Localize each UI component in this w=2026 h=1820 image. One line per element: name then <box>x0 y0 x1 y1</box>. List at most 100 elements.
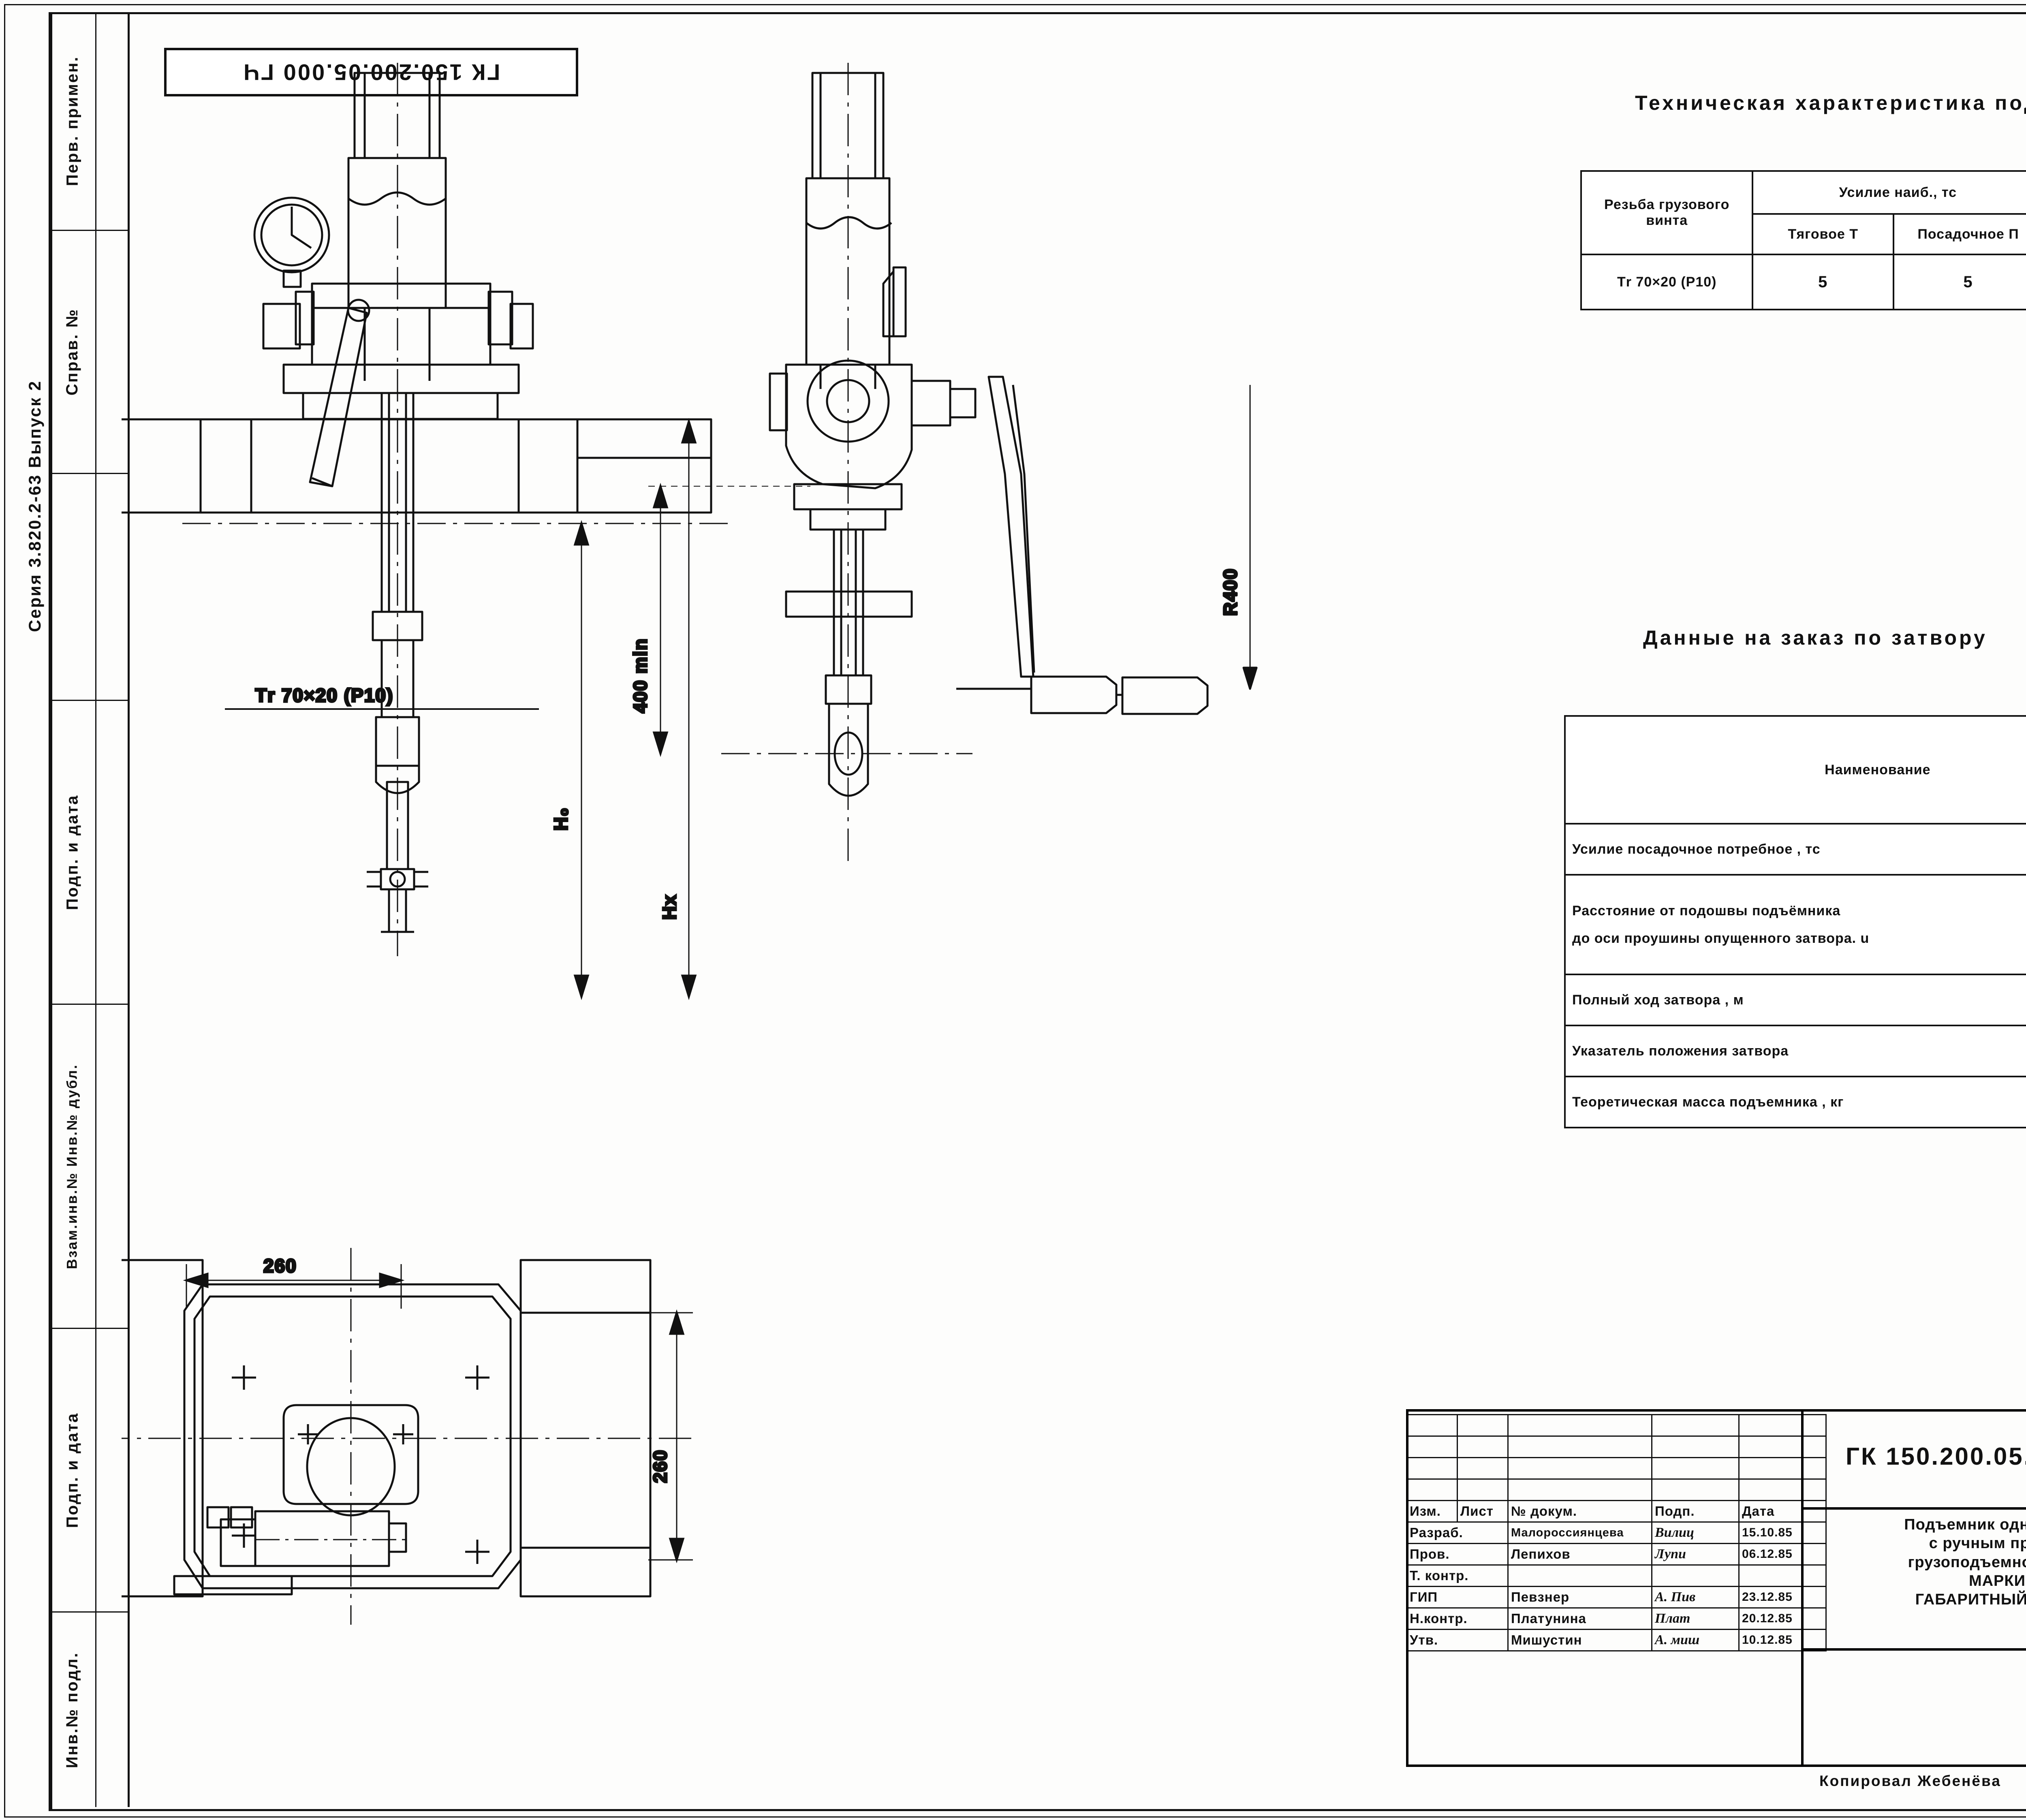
role-label-4: Н.контр. <box>1406 1607 1509 1630</box>
rev-header-docno: № докум. <box>1507 1500 1652 1523</box>
sheet-outer-frame <box>4 4 2026 1818</box>
role-signature-0: Вилиц <box>1651 1521 1740 1544</box>
t2-row4-name: Теоретическая масса подъемника , кг <box>1564 1076 2026 1128</box>
margin-label-perv-primen: Перв. примен. <box>63 56 81 186</box>
table-row: Указатель положения затвора — УПР 2510 У… <box>1564 1025 2026 1077</box>
table-row: Полный ход затвора , м Hx 2.1 2.1 <box>1564 974 2026 1026</box>
annotation-thread-spec: Тr 70×20 (P10) <box>255 685 393 706</box>
annotation-R400: R400 <box>1220 568 1241 616</box>
t1-cell-tyagovoe: 5 <box>1752 254 1894 310</box>
table-row: Н.контр. Платунина Плат 20.12.85 <box>1406 1607 1827 1630</box>
table-row: Разраб. Малороссиянцева Вилиц 15.10.85 <box>1406 1521 1827 1544</box>
role-name-3: Певзнер <box>1507 1586 1652 1609</box>
role-signature-1: Лупи <box>1651 1543 1740 1566</box>
rev-header-data: Дата <box>1738 1500 1827 1523</box>
role-date-2 <box>1738 1564 1827 1587</box>
role-label-0: Разраб. <box>1406 1521 1509 1544</box>
annotation-260-height: 260 <box>650 1449 671 1483</box>
org-line-2: г. Москва <box>2018 1691 2026 1709</box>
annotation-H0: H₀ <box>550 807 571 831</box>
margin-label-podp-data-1: Подп. и дата <box>63 794 81 910</box>
role-label-5: Утв. <box>1406 1629 1509 1651</box>
t1-header-thread: Резьба грузового винта <box>1580 170 1754 255</box>
margin-label-vzam-inv: Взам.инв.№ Инв.№ дубл. <box>64 1063 80 1269</box>
desc-line-4: ГАБАРИТНЫЙ ЧЕРТЁЖ. <box>1915 1591 2026 1609</box>
table2-title: Данные на заказ по затвору <box>1643 626 1988 649</box>
series-note: Серия 3.820.2-63 Выпуск 2 <box>25 380 44 632</box>
role-label-1: Пров. <box>1406 1543 1509 1566</box>
margin-row-vzam-inv: Взам.инв.№ Инв.№ дубл. <box>49 1005 128 1329</box>
title-block-description: Подъемник одновинтовой с ручным приводом… <box>1815 1515 2026 1609</box>
table-row: Пров. Лепихов Лупи 06.12.85 <box>1406 1543 1827 1566</box>
role-signature-5: А. миш <box>1651 1629 1740 1651</box>
table-row: Т. контр. <box>1406 1564 1827 1587</box>
role-date-3: 23.12.85 <box>1738 1586 1827 1609</box>
rev-header-list: Лист <box>1457 1500 1509 1523</box>
t2-header-name: Наименование <box>1564 715 2026 825</box>
tb-line-v1 <box>1801 1409 1804 1766</box>
org-line-0: Союзгипроводхоз <box>2018 1655 2026 1674</box>
margin-row-sprav: Справ. № <box>49 231 128 474</box>
table1-title: Техническая характеристика подъемника <box>1635 92 2026 114</box>
table-row: Теоретическая масса подъемника , кг Q 22… <box>1564 1076 2026 1128</box>
t1-header-force-group: Усилие наиб., тс <box>1752 170 2026 215</box>
role-name-5: Мишустин <box>1507 1629 1652 1651</box>
margin-label-sprav-no: Справ. № <box>63 308 81 396</box>
role-date-0: 15.10.85 <box>1738 1521 1827 1544</box>
role-date-5: 10.12.85 <box>1738 1629 1827 1651</box>
tb-line-mid-upper <box>1801 1507 2026 1510</box>
sheet-inner-frame <box>49 12 2026 1811</box>
margin-row-inv-podl: Инв.№ подл. <box>49 1613 128 1807</box>
role-date-4: 20.12.85 <box>1738 1607 1827 1630</box>
side-view <box>721 63 975 867</box>
t2-row1-name: Расстояние от подошвы подъёмника до оси … <box>1564 874 2026 975</box>
role-signature-3: А. Пив <box>1651 1586 1740 1609</box>
t1-data-row: Тr 70×20 (P10) 5 5 3.85 20 20 <box>1580 254 2026 310</box>
margin-label-podp-data-2: Подп. и дата <box>63 1412 81 1528</box>
t1-header-tyagovoe: Тяговое Т <box>1752 213 1894 255</box>
desc-line-1: с ручным приводом <box>1929 1535 2026 1552</box>
table-row: Утв. Мишустин А. миш 10.12.85 <box>1406 1629 1827 1651</box>
role-name-4: Платунина <box>1507 1607 1652 1630</box>
t2-row2-name: Полный ход затвора , м <box>1564 974 2026 1026</box>
role-signature-4: Плат <box>1651 1607 1740 1630</box>
t2-row3-name: Указатель положения затвора <box>1564 1025 2026 1077</box>
tb-line-top <box>1406 1409 2026 1412</box>
annotation-Hx: Hx <box>659 894 680 920</box>
title-block-organization: Союзгипроводхоз имени Е.Е.Алексеевского … <box>2018 1655 2026 1709</box>
role-label-3: ГИП <box>1406 1586 1509 1609</box>
revision-header-row: Изм. Лист № докум. Подп. Дата <box>1406 1500 1827 1523</box>
margin-label-inv-podl: Инв.№ подл. <box>63 1651 81 1768</box>
desc-line-0: Подъемник одновинтовой <box>1904 1516 2026 1533</box>
role-name-2 <box>1507 1564 1652 1587</box>
margin-row-podp-data-1: Подп. и дата <box>49 701 128 1005</box>
role-name-1: Лепихов <box>1507 1543 1652 1566</box>
table1-tech-characteristics: Резьба грузового винта Усилие наиб., тс … <box>1580 170 2026 310</box>
t1-header-posadochnoe: Посадочное П <box>1892 213 2026 255</box>
left-margin-column: Перв. примен. Справ. № Подп. и дата Взам… <box>49 12 130 1807</box>
plan-view <box>122 1248 697 1625</box>
title-block-revision-grid: Изм. Лист № докум. Подп. Дата Разраб. Ма… <box>1406 1414 1827 1651</box>
desc-line-3: МАРКИ 5В <box>1968 1572 2026 1590</box>
rev-header-izm: Изм. <box>1406 1500 1458 1523</box>
desc-line-2: грузоподъемностью 5 т с <box>1908 1553 2026 1571</box>
margin-row-blank-1 <box>49 474 128 701</box>
table-row: Усилие посадочное потребное , тс Пз 2.4 … <box>1564 823 2026 876</box>
t1-cell-posadochnoe: 5 <box>1892 254 2026 310</box>
tb-line-bottom <box>1406 1764 2026 1767</box>
role-date-1: 06.12.85 <box>1738 1543 1827 1566</box>
annotation-260-width: 260 <box>263 1255 297 1276</box>
margin-row-podp-data-2: Подп. и дата <box>49 1329 128 1613</box>
org-line-1: имени Е.Е.Алексеевского <box>2018 1674 2026 1690</box>
t1-cell-thread: Тr 70×20 (P10) <box>1580 254 1754 310</box>
crank-detail-view: R400 <box>956 377 1257 714</box>
role-signature-2 <box>1651 1564 1740 1587</box>
table-row: Расстояние от подошвы подъёмника до оси … <box>1564 874 2026 975</box>
front-view <box>122 63 729 956</box>
table2-order-data: Наименование На испоан. ГК 150.200.05.00… <box>1564 715 2026 1128</box>
table-row: ГИП Певзнер А. Пив 23.12.85 <box>1406 1586 1827 1609</box>
tb-line-v0 <box>1406 1409 1408 1766</box>
role-label-2: Т. контр. <box>1406 1564 1509 1587</box>
